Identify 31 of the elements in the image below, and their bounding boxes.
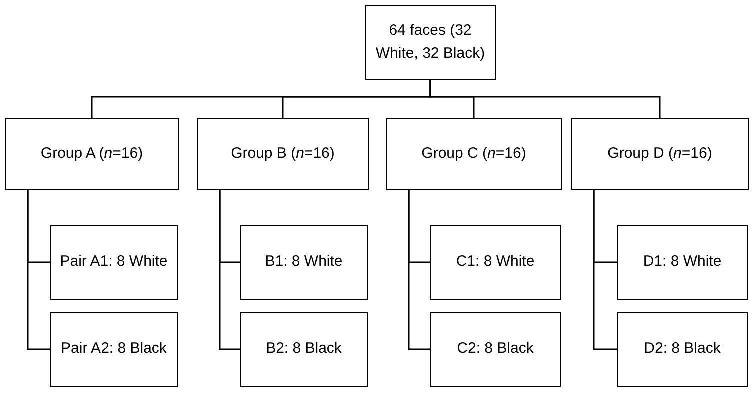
subgroup-box [240,225,368,300]
connector-line [219,190,240,350]
connector-line [430,80,661,118]
subgroup-box [50,225,178,300]
node-label: C1: 8 White [456,252,535,272]
connector-line [593,190,617,350]
node-label: D2: 8 Black [644,339,721,360]
subgroup-box [240,312,368,387]
node-label: Group D (n=16) [608,144,712,164]
connector-line [27,190,50,350]
node-label: Group B (n=16) [231,144,335,164]
subgroup-box [617,225,748,300]
node-label: Group C (n=16) [422,144,526,164]
node-label: D1: 8 White [643,252,722,272]
node-label: C2: 8 Black [457,339,534,360]
node-label: Pair A2: 8 Black [61,339,167,360]
subgroup-box [617,312,748,387]
node-label: Pair A1: 8 White [60,252,168,272]
group-box [5,118,179,190]
subgroup-box [430,312,561,387]
subgroup-box [50,312,178,387]
node-label: Group A (n=16) [40,144,144,164]
group-box [386,118,562,190]
connector-line [408,190,430,350]
node-label: B2: 8 Black [266,339,342,360]
group-box [197,118,369,190]
node-label: 64 faces (32 White, 32 Black) [374,21,486,64]
root-box [365,5,496,80]
group-box [571,118,749,190]
subgroup-box [430,225,561,300]
node-label: B1: 8 White [265,252,343,272]
